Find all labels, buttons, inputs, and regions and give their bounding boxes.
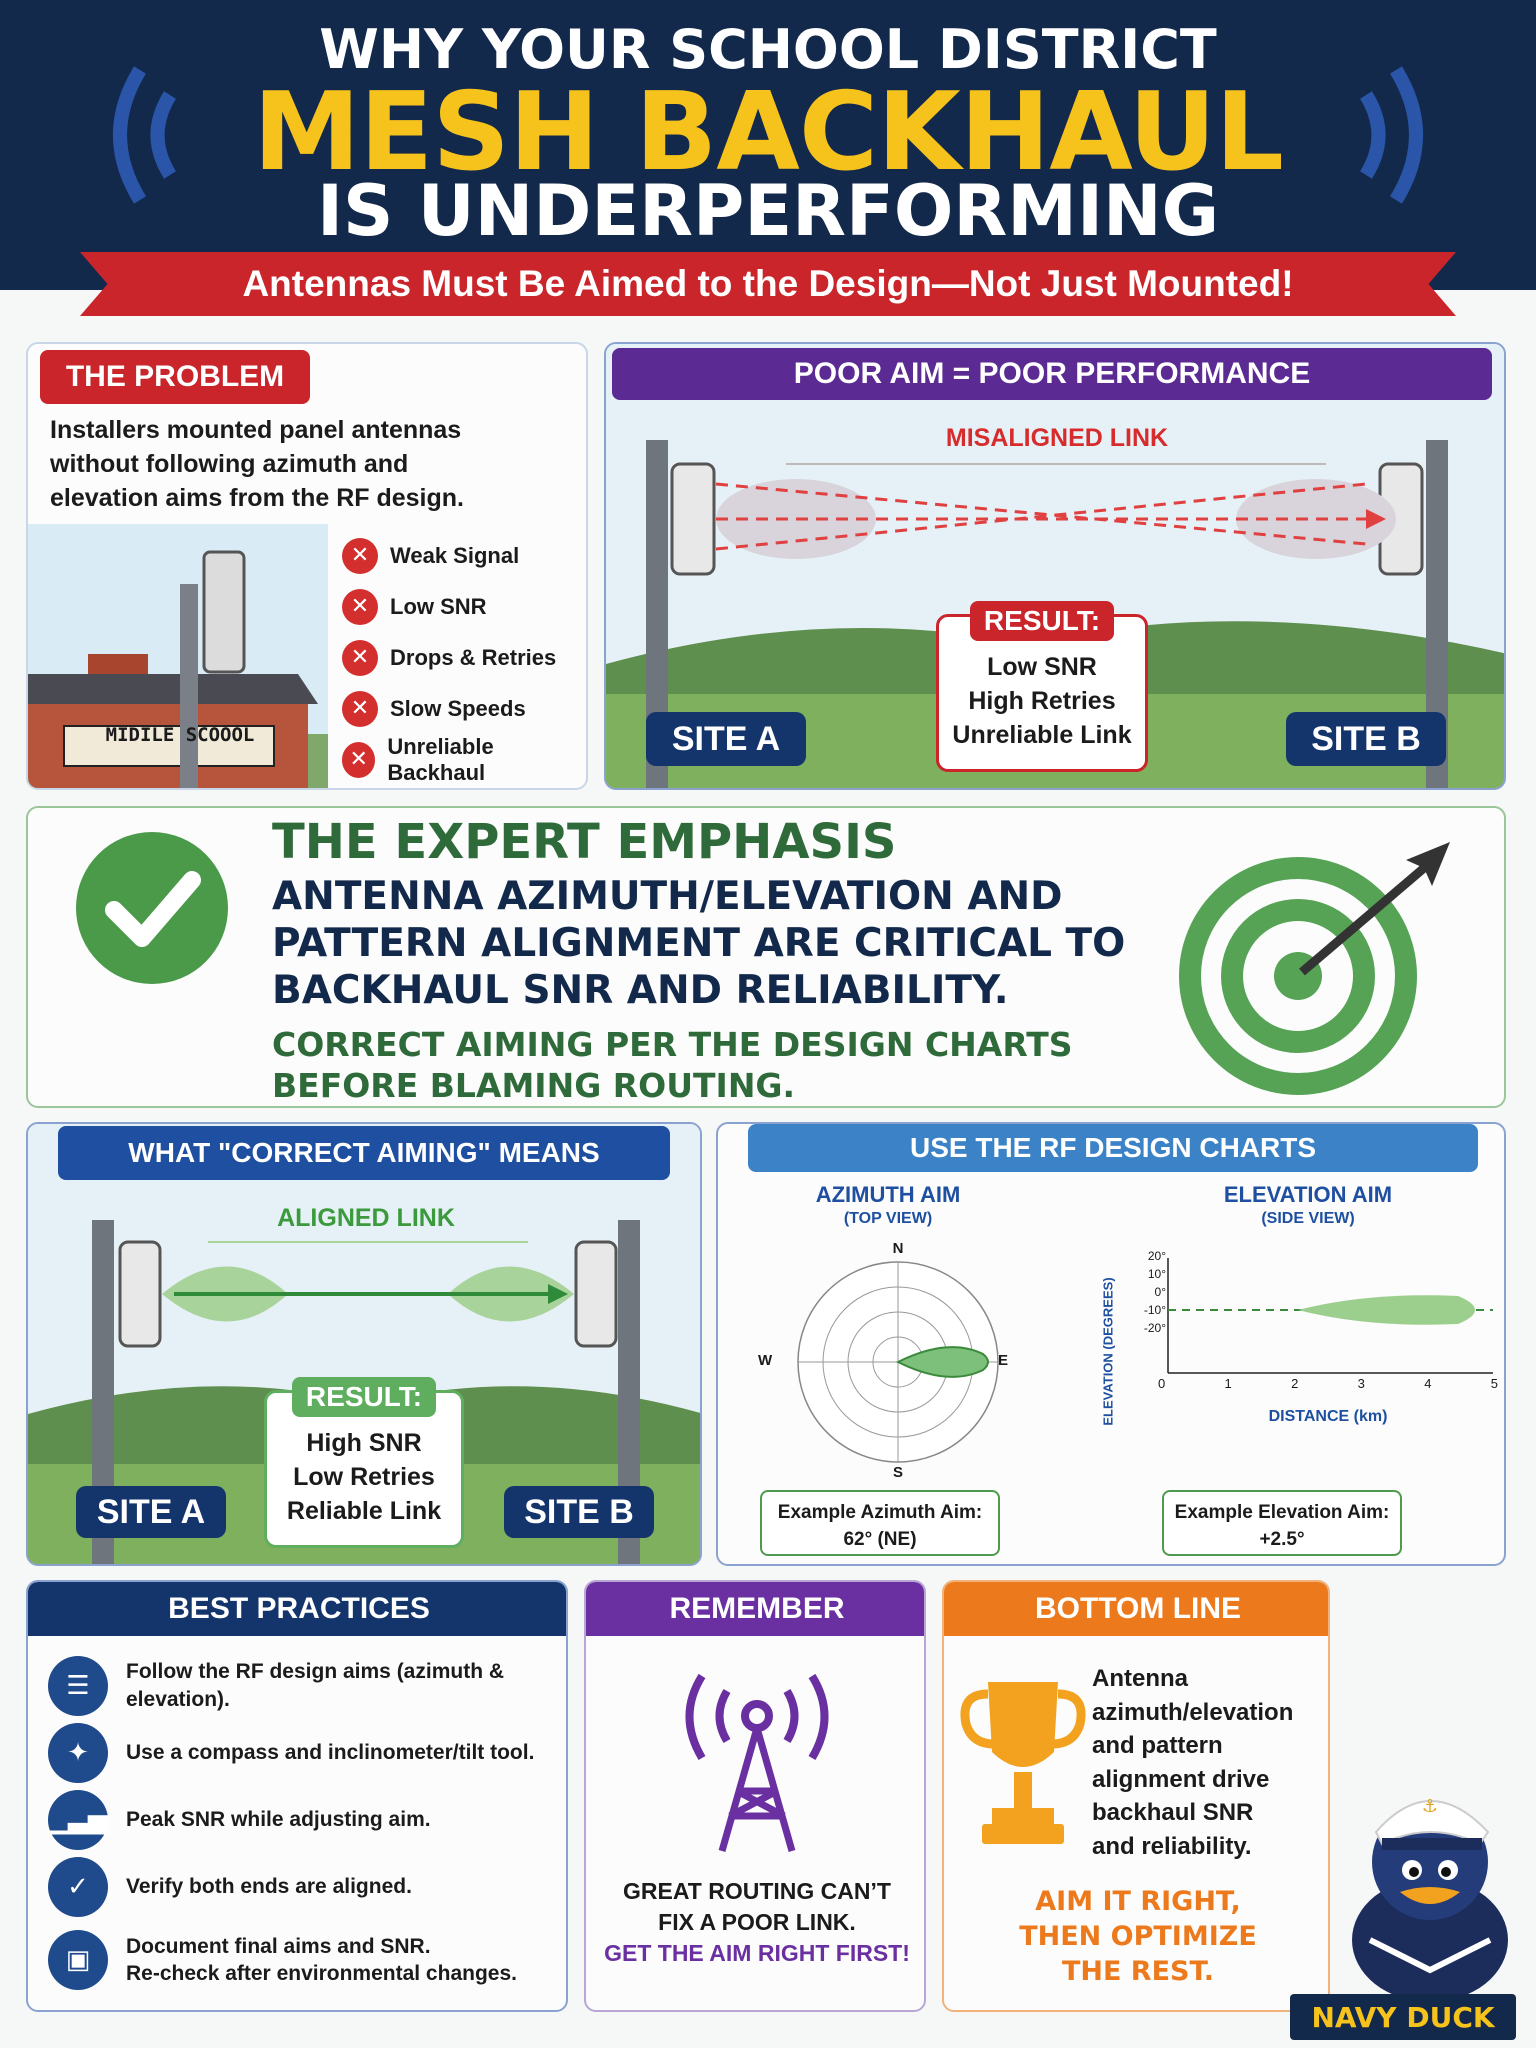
x-axis-label: DISTANCE (km) — [1268, 1408, 1388, 1425]
elevation-subtitle: (SIDE VIEW) — [1261, 1210, 1355, 1227]
list-item: ✦Use a compass and inclinometer/tilt too… — [48, 1719, 566, 1786]
save-disk-icon: ▣ — [48, 1930, 108, 1990]
list-item: ✕Drops & Retries — [342, 632, 582, 683]
list-item: ☰Follow the RF design aims (azimuth & el… — [48, 1652, 566, 1719]
poor-aim-title: POOR AIM = POOR PERFORMANCE — [612, 348, 1492, 400]
x-icon: ✕ — [342, 639, 378, 676]
site-b-label: SITE B — [504, 1486, 654, 1538]
azimuth-caption: Example Azimuth Aim: 62° (NE) — [760, 1490, 1000, 1556]
misaligned-link-label: MISALIGNED LINK — [945, 424, 1169, 452]
rf-charts-panel: USE THE RF DESIGN CHARTS AZIMUTH AIM (TO… — [716, 1122, 1506, 1566]
problem-title: THE PROBLEM — [40, 350, 310, 404]
list-item: ▁▃▅Peak SNR while adjusting aim. — [48, 1786, 566, 1853]
best-practices-title: BEST PRACTICES — [28, 1582, 566, 1636]
problem-list: ✕Weak Signal ✕Low SNR ✕Drops & Retries ✕… — [342, 530, 582, 785]
header-banner — [0, 0, 1536, 290]
azimuth-subtitle: (TOP VIEW) — [843, 1210, 933, 1227]
expert-panel: THE EXPERT EMPHASIS ANTENNA AZIMUTH/ELEV… — [26, 806, 1506, 1108]
duck-mascot-logo: ⚓ — [1352, 1796, 1508, 2000]
list-item: ✕Low SNR — [342, 581, 582, 632]
remember-text: GREAT ROUTING CAN’T FIX A POOR LINK. GET… — [604, 1878, 910, 1967]
result-title: RESULT: — [291, 1377, 437, 1417]
list-item: ✕Weak Signal — [342, 530, 582, 581]
compass-e: E — [998, 1352, 1009, 1369]
remember-title: REMEMBER — [586, 1582, 924, 1636]
poor-result-box: RESULT: Low SNR High Retries Unreliable … — [936, 601, 1148, 772]
site-a-label: SITE A — [76, 1486, 226, 1538]
left-signal-waves-icon — [113, 66, 177, 204]
x-icon: ✕ — [342, 588, 378, 625]
bottom-line-title: BOTTOM LINE — [944, 1582, 1328, 1636]
svg-text:⚓: ⚓ — [1422, 1796, 1438, 1817]
trophy-icon — [960, 1682, 1086, 1844]
compass-w: W — [758, 1352, 773, 1369]
expert-green-text: CORRECT AIMING PER THE DESIGN CHARTS BEF… — [272, 1025, 1073, 1106]
azimuth-title: AZIMUTH AIM — [815, 1182, 961, 1207]
rf-charts-title: USE THE RF DESIGN CHARTS — [748, 1124, 1478, 1172]
document-checklist-icon: ☰ — [48, 1655, 108, 1716]
header-line-1: WHY YOUR SCHOOL DISTRICT — [319, 18, 1217, 81]
compass-s: S — [892, 1464, 903, 1481]
compass-n: N — [892, 1240, 904, 1257]
list-item: ✓Verify both ends are aligned. — [48, 1853, 566, 1920]
school-illustration — [28, 524, 328, 788]
elevation-title: ELEVATION AIM — [1223, 1182, 1393, 1207]
aligned-link-label: ALIGNED LINK — [277, 1204, 455, 1232]
radio-tower-icon — [685, 1673, 829, 1852]
bottom-line-panel: BOTTOM LINE Antenna azimuth/elevation an… — [942, 1580, 1330, 2012]
remember-panel: REMEMBER GREAT ROUTING CAN’T FIX A POOR … — [584, 1580, 926, 2012]
header-line-3: IS UNDERPERFORMING — [316, 170, 1220, 252]
elevation-chart — [1167, 1258, 1493, 1374]
checkmark-icon — [76, 832, 228, 984]
site-b-label: SITE B — [1286, 712, 1446, 766]
signal-bars-icon: ▁▃▅ — [48, 1789, 108, 1850]
right-signal-waves-icon — [1359, 66, 1423, 204]
correct-aiming-panel: WHAT "CORRECT AIMING" MEANS ALIGNED LINK… — [26, 1122, 702, 1566]
correct-result-box: RESULT: High SNR Low Retries Reliable Li… — [264, 1377, 464, 1548]
school-sign: MIDILE SCOOOL — [105, 724, 255, 746]
y-ticks: 20° 10° 0° -10° -20° — [1143, 1249, 1166, 1335]
best-practices-panel: BEST PRACTICES ☰Follow the RF design aim… — [26, 1580, 568, 2012]
bottom-line-emphasis: AIM IT RIGHT, THEN OPTIMIZE THE REST. — [1019, 1886, 1257, 1988]
problem-panel: THE PROBLEM Installers mounted panel ant… — [26, 342, 588, 790]
list-item: ✕Slow Speeds — [342, 683, 582, 734]
list-item: ✕Unreliable Backhaul — [342, 734, 582, 785]
expert-statement: ANTENNA AZIMUTH/ELEVATION AND PATTERN AL… — [272, 874, 1126, 1013]
expert-title: THE EXPERT EMPHASIS — [272, 814, 897, 870]
target-arrow-icon — [1179, 842, 1450, 1095]
azimuth-polar-chart — [797, 1261, 999, 1463]
checkmark-circle-icon: ✓ — [48, 1856, 108, 1917]
x-icon: ✕ — [342, 690, 378, 727]
elevation-caption: Example Elevation Aim: +2.5° — [1162, 1490, 1402, 1556]
correct-aiming-title: WHAT "CORRECT AIMING" MEANS — [58, 1126, 670, 1180]
subtitle-ribbon: Antennas Must Be Aimed to the Design—Not… — [80, 252, 1456, 316]
x-ticks: 0 1 2 3 4 5 — [1158, 1376, 1498, 1391]
site-a-label: SITE A — [646, 712, 806, 766]
header-title: MESH BACKHAUL — [252, 70, 1284, 195]
compass-icon: ✦ — [48, 1722, 108, 1783]
poor-aim-panel: POOR AIM = POOR PERFORMANCE MISALIGNED L… — [604, 342, 1506, 790]
best-practices-list: ☰Follow the RF design aims (azimuth & el… — [48, 1652, 566, 2000]
y-axis-label: ELEVATION (DEGREES) — [1100, 1277, 1116, 1426]
problem-text: Installers mounted panel antennas withou… — [50, 416, 464, 512]
result-title: RESULT: — [969, 601, 1115, 641]
bottom-line-text: Antenna azimuth/elevation and pattern al… — [1092, 1665, 1294, 1860]
brand-label: NAVY DUCK — [1290, 1994, 1516, 2040]
list-item: ▣Document final aims and SNR.Re-check af… — [48, 1920, 566, 2000]
x-icon: ✕ — [342, 537, 378, 574]
x-icon: ✕ — [342, 741, 376, 778]
